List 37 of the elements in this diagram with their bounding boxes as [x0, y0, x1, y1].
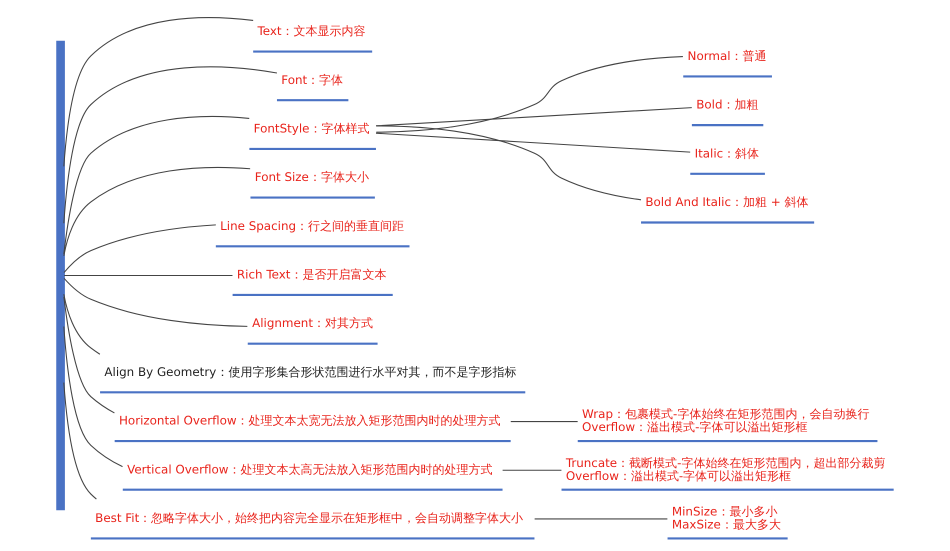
node-bar — [56, 40, 64, 510]
connector — [62, 17, 253, 166]
node-text: Horizontal Overflow：处理文本太宽无法放入矩形范围内时的处理方式 — [118, 414, 500, 428]
node-text: MinSize：最小多小 MaxSize：最大多大 — [671, 504, 780, 532]
connector — [534, 518, 667, 520]
connector — [376, 125, 641, 200]
connector — [63, 278, 247, 327]
node-text: Font：字体 — [280, 72, 343, 87]
connector — [376, 56, 682, 133]
connector — [62, 166, 250, 256]
connector — [62, 296, 114, 414]
node-text: Normal：普通 — [687, 48, 766, 63]
connector — [62, 66, 277, 224]
node-text: Alignment：对其方式 — [252, 316, 373, 330]
node-text: Truncate：截断模式-字体始终在矩形范围内，超出部分裁剪 Overflow：溢出模式-字体可以溢出矩形框 — [565, 456, 885, 483]
node-text: Bold：加粗 — [696, 98, 758, 112]
connector — [64, 274, 232, 276]
node-text: FontStyle：字体样式 — [253, 121, 369, 136]
node-text: Text：文本显示内容 — [256, 24, 366, 38]
node-text: Line Spacing：行之间的垂直间距 — [220, 218, 404, 233]
connector — [375, 132, 690, 153]
connector — [62, 382, 96, 500]
node-text: Italic：斜体 — [694, 146, 759, 160]
connector — [63, 224, 216, 273]
connector — [502, 470, 561, 471]
node-text: Best Fit：忽略字体大小，始终把内容完全显示在矩形框中，会自动调整字体大小 — [94, 510, 523, 525]
node-text: Wrap：包裹模式-字体始终在矩形范围内，会自动换行 Overflow：溢出模式-字体可以溢出矩形框 — [582, 407, 869, 434]
connector — [62, 294, 100, 355]
connector — [62, 326, 122, 468]
node-text: Align By Geometry：使用字形集合形状范围进行水平对其，而不是字形指标 — [104, 364, 516, 379]
node-text: Rich Text：是否开启富文本 — [236, 268, 386, 282]
connector — [62, 116, 249, 254]
node-text: Vertical Overflow：处理文本太高无法放入矩形范围内时的处理方式 — [126, 462, 492, 476]
node-text: Font Size：字体大小 — [254, 170, 368, 184]
connector — [375, 107, 692, 126]
node-text: Bold And Italic：加粗 + 斜体 — [644, 195, 808, 210]
connector — [510, 421, 578, 422]
